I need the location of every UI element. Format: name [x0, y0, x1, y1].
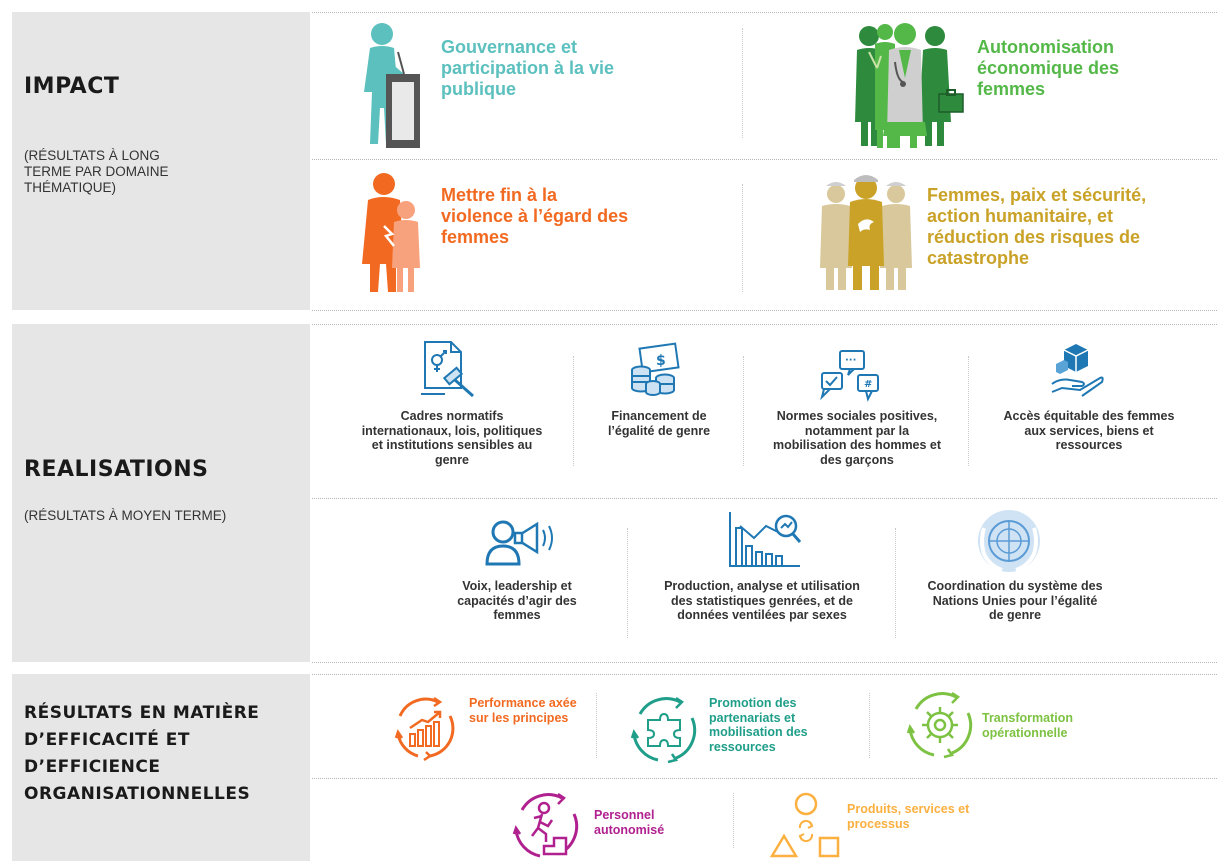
- divider: [312, 498, 1217, 499]
- divider: [312, 324, 1217, 325]
- divider: [627, 528, 628, 638]
- divider: [733, 793, 734, 848]
- growth-chart-cycle-icon: [394, 696, 455, 762]
- svg-text:···: ···: [845, 355, 856, 366]
- chat-bubbles-icon: ··· #: [820, 350, 879, 402]
- person-stairs-cycle-icon: [512, 792, 579, 858]
- divider: [312, 674, 1217, 675]
- output-statistiques: Production, analyse et utilisation des s…: [664, 579, 860, 622]
- hand-boxes-icon: [1051, 344, 1104, 397]
- gavel-document-icon: [421, 341, 474, 398]
- output-voix-leadership: Voix, leadership et capacités d’agir des…: [457, 579, 577, 622]
- theme-gouvernance: Gouvernance et participation à la vie pu…: [441, 37, 615, 99]
- divider: [312, 662, 1217, 663]
- peacekeepers-icon: [820, 175, 912, 290]
- divider: [573, 356, 574, 466]
- person-megaphone-icon: [485, 520, 553, 566]
- divider: [968, 356, 969, 466]
- oee-partenariats: Promotion des partenariats et mobilisati…: [709, 696, 808, 754]
- divider: [312, 310, 1217, 311]
- oee-performance: Performance axée sur les principes: [469, 696, 577, 725]
- theme-autonomisation: Autonomisation économique des femmes: [977, 37, 1120, 99]
- impact-title: IMPACT: [24, 74, 120, 99]
- oee-produits-services: Produits, services et processus: [847, 802, 970, 831]
- output-coordination-onu: Coordination du système des Nations Unie…: [927, 579, 1103, 622]
- svg-text:#: #: [864, 379, 872, 390]
- realisations-title: REALISATIONS: [24, 457, 209, 482]
- divider: [742, 28, 743, 138]
- divider: [312, 12, 1217, 13]
- impact-band: [12, 12, 310, 310]
- shapes-cycle-icon: [769, 792, 840, 858]
- gear-cycle-icon: [906, 691, 973, 759]
- un-emblem-icon: [978, 510, 1040, 572]
- divider: [869, 693, 870, 758]
- oee-title: RÉSULTATS EN MATIÈRE D’EFFICACITÉ ET D’E…: [24, 703, 260, 804]
- output-financement: Financement de l’égalité de genre: [607, 409, 711, 438]
- theme-violence: Mettre fin à la violence à l’égard des f…: [441, 185, 629, 247]
- divider: [596, 693, 597, 758]
- realisations-subtitle: (RÉSULTATS À MOYEN TERME): [24, 508, 227, 523]
- oee-personnel: Personnel autonomisé: [594, 808, 665, 837]
- output-acces-equitable: Accès équitable des femmes aux services,…: [1003, 409, 1175, 452]
- theme-paix-securite: Femmes, paix et sécurité, action humanit…: [927, 185, 1147, 268]
- realisations-band: [12, 324, 310, 662]
- output-cadres-normatifs: Cadres normatifs internationaux, lois, p…: [361, 409, 543, 467]
- podium-speaker-icon: [364, 23, 420, 148]
- divider: [743, 356, 744, 466]
- mother-child-icon: [362, 173, 420, 292]
- output-normes-sociales: Normes sociales positives, notamment par…: [772, 409, 942, 467]
- divider: [895, 528, 896, 638]
- divider: [312, 778, 1217, 779]
- oee-band: [12, 674, 310, 861]
- impact-subtitle: (RÉSULTATS À LONG TERME PAR DOMAINE THÉM…: [24, 148, 169, 195]
- coins-money-icon: $: [631, 342, 680, 396]
- working-women-icon: [855, 23, 964, 148]
- svg-text:$: $: [656, 353, 666, 369]
- divider: [312, 159, 1217, 160]
- statistics-chart-icon: [729, 512, 802, 567]
- oee-transformation: Transformation opérationnelle: [982, 711, 1073, 740]
- divider: [742, 184, 743, 292]
- puzzle-cycle-icon: [630, 696, 697, 764]
